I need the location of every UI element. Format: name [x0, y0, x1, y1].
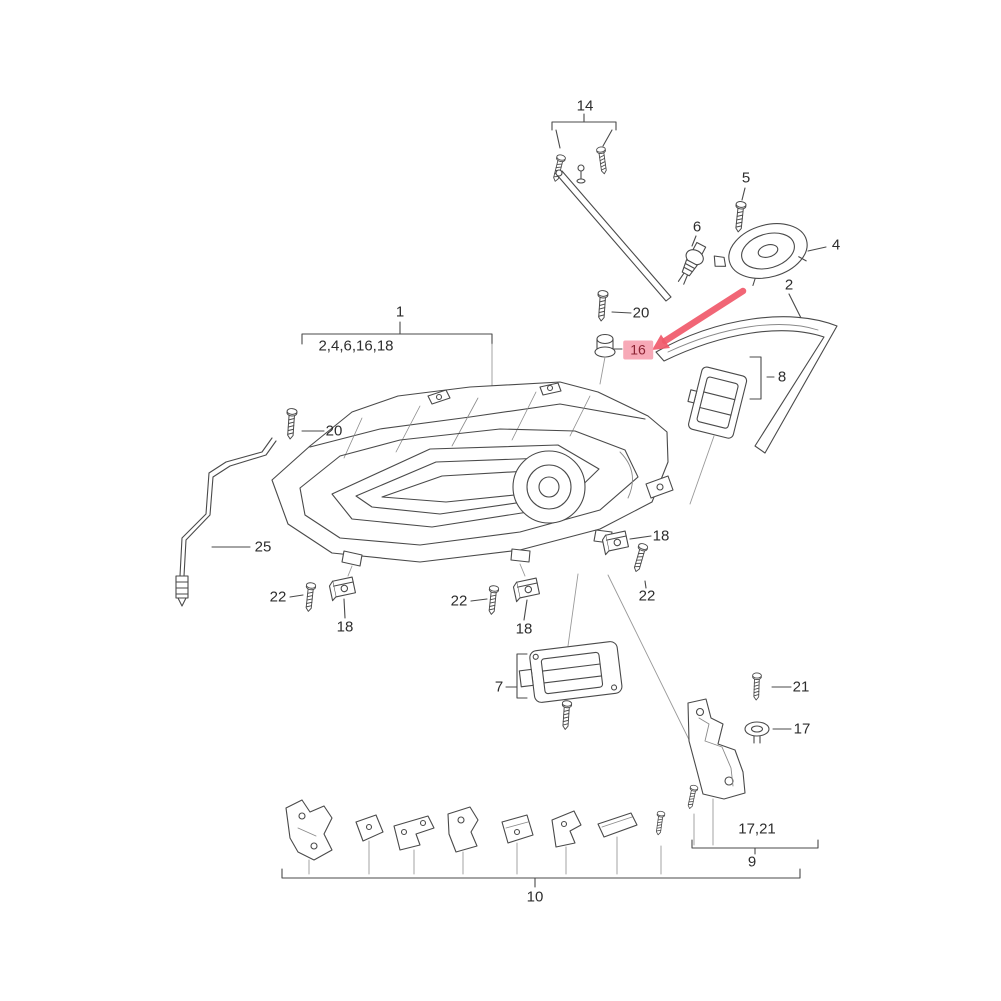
clip-screw-right-group	[601, 530, 652, 589]
callout-14[interactable]: 14	[576, 97, 594, 115]
screw-20-top-group	[595, 289, 632, 322]
callout-5[interactable]: 5	[741, 169, 751, 187]
callout-18-right[interactable]: 18	[652, 527, 670, 545]
highlight-arrow	[652, 287, 747, 350]
callout-4[interactable]: 4	[831, 236, 841, 254]
module-8-group	[687, 356, 775, 505]
callout-18-left[interactable]: 18	[336, 618, 354, 636]
module-7-group	[505, 573, 699, 759]
bottom-parts-row-group	[281, 799, 801, 888]
callout-20-top[interactable]: 20	[632, 304, 650, 322]
grommet-16-group	[594, 333, 623, 385]
callout-17-21[interactable]: 17,21	[738, 820, 776, 838]
screw-5-group	[732, 187, 747, 233]
callout-17[interactable]: 17	[793, 720, 811, 738]
callout-20-left[interactable]: 20	[325, 422, 343, 440]
callout-16-highlighted[interactable]: 16	[623, 340, 653, 360]
rod-14-group	[550, 113, 672, 302]
callout-1-subparts[interactable]: 2,4,6,16,18	[318, 337, 394, 355]
callout-2[interactable]: 2	[784, 276, 794, 294]
callout-18-mid[interactable]: 18	[515, 620, 533, 638]
clip-screw-mid-group	[470, 563, 541, 621]
callout-22-left[interactable]: 22	[269, 588, 287, 606]
callout-7[interactable]: 7	[494, 678, 504, 696]
clip-screw-left-group	[289, 565, 357, 619]
bulb-6-group	[677, 235, 707, 285]
hose-25-group	[175, 437, 277, 607]
callout-10[interactable]: 10	[526, 888, 544, 906]
headlight-group	[271, 381, 674, 567]
callout-25[interactable]: 25	[254, 538, 272, 556]
callout-1[interactable]: 1	[395, 303, 405, 321]
callout-22-mid[interactable]: 22	[450, 592, 468, 610]
strip-2-group	[655, 293, 838, 454]
callout-22-right[interactable]: 22	[638, 587, 656, 605]
callout-6[interactable]: 6	[692, 218, 702, 236]
callout-8[interactable]: 8	[777, 368, 787, 386]
callout-21[interactable]: 21	[792, 678, 810, 696]
bracket-17-21-group	[685, 672, 819, 855]
cap-4-group	[713, 223, 827, 287]
screw-20-left-group	[284, 407, 325, 440]
callout-9[interactable]: 9	[747, 853, 757, 871]
